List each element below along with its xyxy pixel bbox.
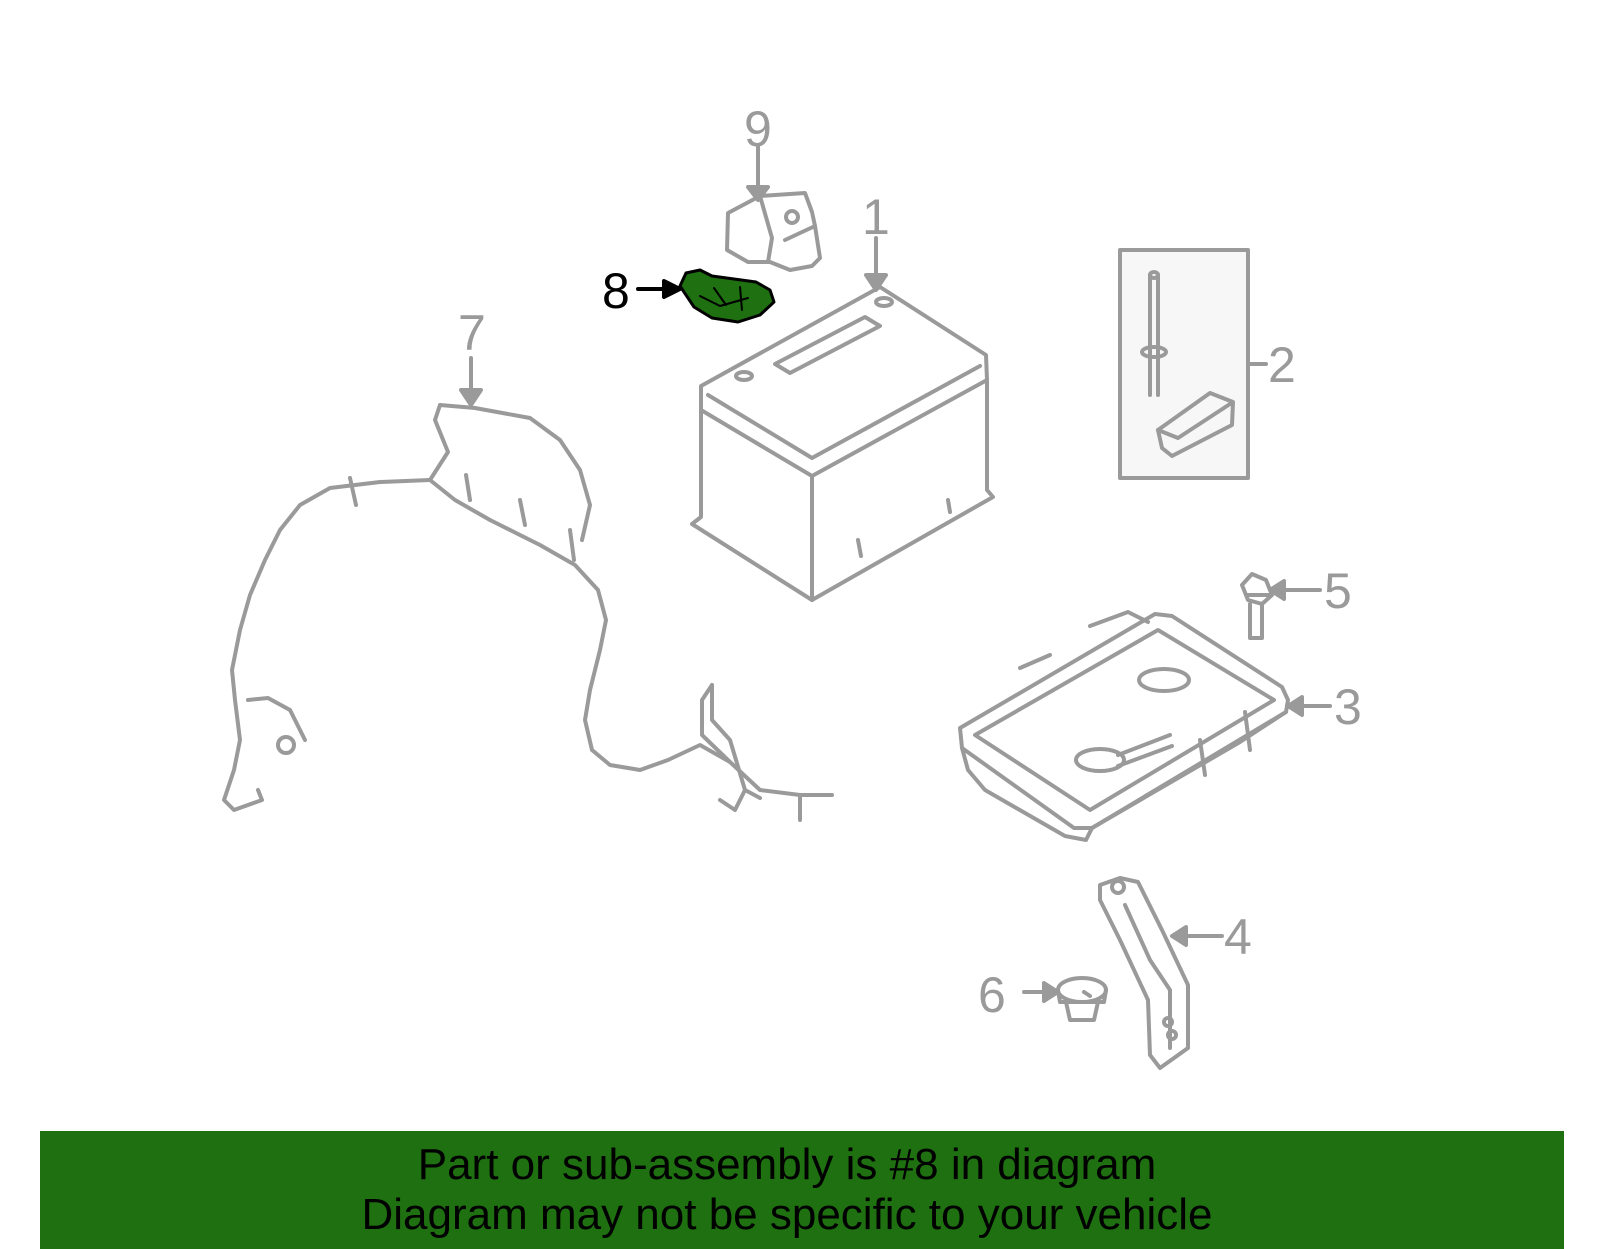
- part-1-battery[interactable]: [690, 236, 995, 602]
- parts-diagram: [222, 145, 1332, 1070]
- part-8-cable-cover-highlighted[interactable]: [636, 268, 776, 324]
- callout-1: 1: [862, 189, 890, 245]
- part-7-cable-harness[interactable]: [222, 356, 834, 822]
- callout-3: 3: [1334, 679, 1362, 735]
- callout-9: 9: [744, 101, 772, 157]
- part-9-terminal-cover[interactable]: [725, 145, 822, 272]
- part-5-bolt[interactable]: [1240, 572, 1322, 640]
- callout-8: 8: [602, 263, 630, 319]
- callout-7: 7: [458, 305, 486, 361]
- banner-line-1: Part or sub-assembly is #8 in diagram: [417, 1140, 1157, 1189]
- part-3-battery-tray[interactable]: [958, 610, 1332, 842]
- callout-2: 2: [1268, 337, 1296, 393]
- callout-4: 4: [1224, 909, 1252, 965]
- part-4-support-bracket[interactable]: [1098, 876, 1224, 1070]
- banner-line-2: Diagram may not be specific to your vehi…: [361, 1190, 1213, 1239]
- info-banner: Part or sub-assembly is #8 in diagram Di…: [40, 1131, 1564, 1249]
- part-2-hold-down-kit[interactable]: [1118, 248, 1268, 480]
- part-6-clip[interactable]: [1022, 976, 1108, 1022]
- callout-6: 6: [978, 967, 1006, 1023]
- callout-5: 5: [1324, 563, 1352, 619]
